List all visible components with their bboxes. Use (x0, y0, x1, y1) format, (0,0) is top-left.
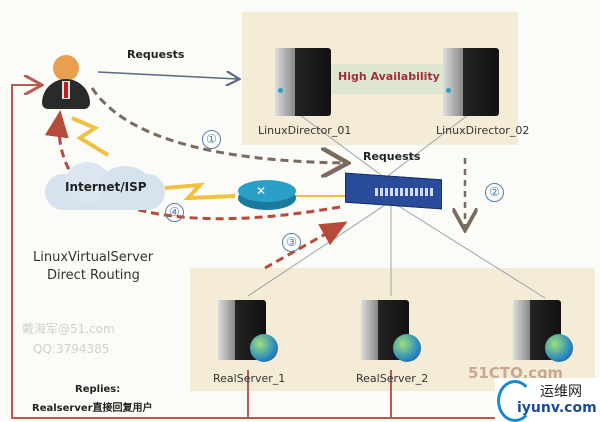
realserver-3-icon (513, 300, 573, 362)
ha-link (331, 64, 443, 94)
step-4-marker: ④ (165, 203, 184, 222)
link-director2-switch (384, 114, 469, 179)
director-2-label: LinuxDirector_02 (436, 124, 530, 137)
watermark-site: 51CTO.com (468, 364, 564, 382)
lightning-user-cloud (71, 116, 110, 157)
step-2-marker: ② (485, 183, 504, 202)
badge-url: iyunv.com (517, 400, 597, 416)
step3-path (264, 221, 348, 270)
director-server-1-icon (275, 48, 331, 116)
realserver-1-label: RealServer_1 (213, 372, 286, 385)
step-3-marker: ③ (282, 233, 301, 252)
step-1-marker: ① (202, 130, 221, 149)
reply-path (11, 85, 249, 419)
site-badge: 运维网 iyunv.com (495, 378, 600, 422)
replies-desc: Realserver直接回复用户 (32, 403, 153, 414)
watermark-qq: QQ:3794385 (33, 342, 110, 356)
internet-cloud-icon (45, 162, 165, 212)
requests-arrow (97, 72, 238, 79)
director-server-2-icon (443, 48, 499, 116)
router-icon: ✕ (238, 180, 296, 210)
lightning-cloud-router (164, 182, 236, 201)
realserver-2-label: RealServer_2 (356, 372, 429, 385)
internet-label: Internet/ISP (65, 180, 147, 194)
title-line1: LinuxVirtualServer (33, 250, 154, 265)
link-switch-rs1 (247, 204, 386, 297)
top-requests-label: Requests (127, 48, 185, 61)
step1-path (90, 87, 345, 163)
title-line2: Direct Routing (47, 268, 140, 283)
switch-icon (345, 172, 442, 210)
switch-requests-label: Requests (363, 150, 421, 163)
link-director1-switch (299, 114, 386, 179)
realserver-2-icon (361, 300, 421, 362)
ha-label: High Availability (338, 70, 440, 83)
user-icon (40, 55, 92, 115)
link-switch-rs3 (396, 204, 546, 299)
realserver-1-icon (218, 300, 278, 362)
badge-cn: 运维网 (540, 384, 582, 400)
watermark-author: 戴海军@51.com (22, 322, 115, 336)
badge-logo-icon (497, 380, 533, 422)
director-1-label: LinuxDirector_01 (258, 124, 352, 137)
replies-label: Replies: (75, 384, 121, 395)
